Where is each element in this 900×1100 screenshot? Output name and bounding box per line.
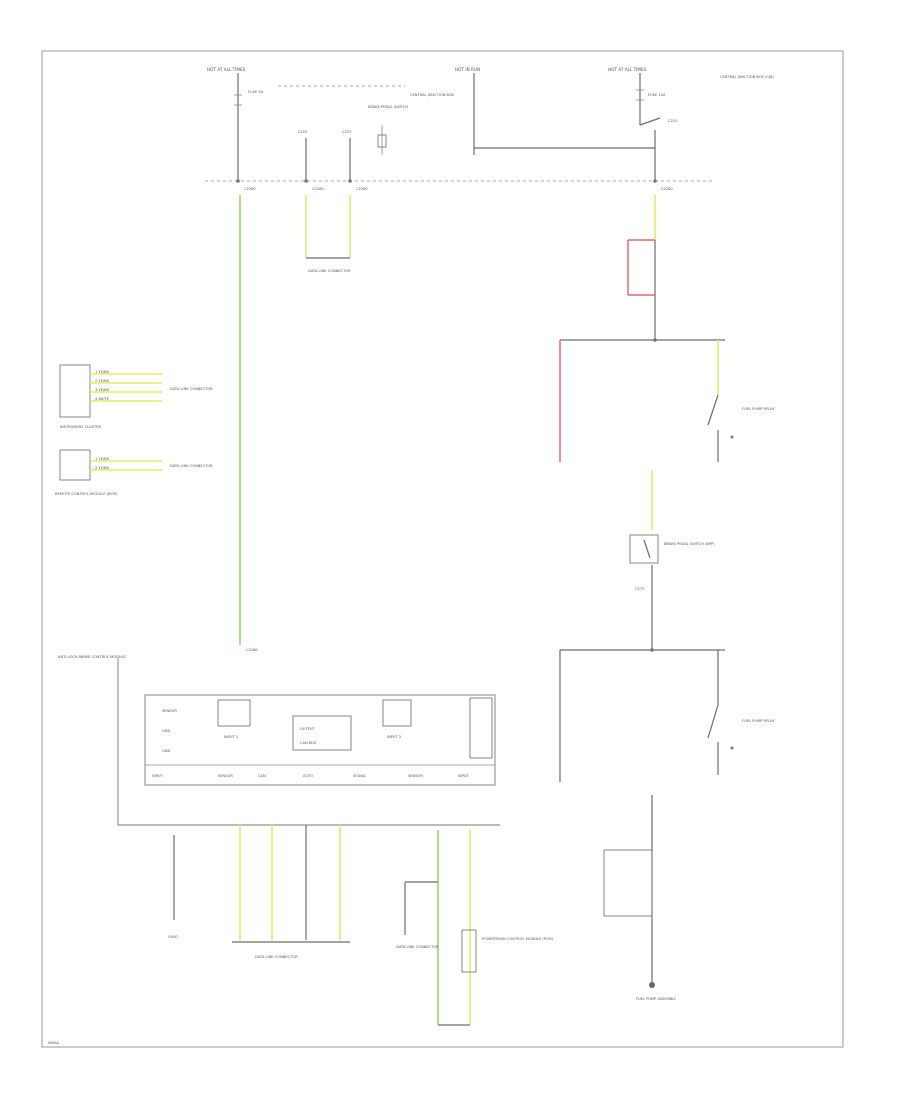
abs-diode-stack bbox=[469, 697, 493, 759]
abs-module-outline bbox=[117, 658, 500, 826]
label-fuse-right: FUSE 10A bbox=[648, 93, 666, 97]
switch-contact-top bbox=[639, 117, 661, 126]
diagram-frame bbox=[41, 50, 844, 1048]
svg-text:SENSOR: SENSOR bbox=[408, 774, 423, 778]
label-fuse-left: FUSE 5A bbox=[248, 90, 264, 94]
svg-text:GND: GND bbox=[162, 749, 170, 753]
abs-sub-1: INPUT 1 bbox=[224, 735, 238, 739]
relay-switch-top bbox=[707, 394, 719, 426]
abs-bottom-pins: SENSOR CAN AUTO SIGNAL SENSOR INPUT bbox=[218, 774, 470, 778]
abs-sub-3: OUTPUT bbox=[300, 727, 315, 731]
connector-label-3: C2280 bbox=[356, 187, 368, 191]
page-marker: W6AA bbox=[48, 1041, 59, 1045]
svg-text:INPUT: INPUT bbox=[152, 774, 164, 778]
label-c1: C210 bbox=[298, 130, 308, 134]
brake-switch-symbol bbox=[377, 134, 387, 148]
cluster-pins: 1 YE/BK 2 YE/BK 3 YE/BK 4 BK/YE bbox=[90, 370, 162, 402]
svg-text:CAN: CAN bbox=[258, 774, 266, 778]
pcm-connector bbox=[461, 929, 477, 973]
label-hot-at-all-times-left: HOT AT ALL TIMES bbox=[207, 67, 246, 72]
rcm-box bbox=[59, 449, 91, 481]
label-hot-in-run: HOT IN RUN bbox=[455, 67, 480, 72]
relay-switch-bottom bbox=[707, 704, 719, 739]
instrument-cluster-box bbox=[59, 364, 91, 418]
cluster-pin-4: 4 BK/YE bbox=[95, 397, 110, 401]
label-brake-switch: BRAKE PEDAL SWITCH bbox=[368, 105, 408, 109]
svg-text:SENSOR: SENSOR bbox=[218, 774, 233, 778]
connector-label-2: C2280 bbox=[312, 187, 324, 191]
label-rcm-note: DATA LINK CONNECTOR bbox=[170, 464, 213, 468]
label-c2: C220 bbox=[342, 130, 352, 134]
abs-rows: SENSOR GND GND INPUT bbox=[152, 709, 177, 778]
label-hot-at-all-times-right: HOT AT ALL TIMES bbox=[608, 67, 647, 72]
label-abs-module: ANTI-LOCK BRAKE CONTROL MODULE bbox=[58, 655, 126, 659]
ground-symbol-right bbox=[649, 982, 655, 988]
connector-label-green-bottom: C2280 bbox=[246, 648, 258, 652]
abs-sensor-box-1 bbox=[217, 699, 251, 727]
cluster-pin-2: 2 YE/BK bbox=[95, 379, 110, 383]
label-rcm: REMOTE CONTROL MODULE (RCM) bbox=[55, 492, 118, 496]
cluster-pin-3: 3 YE/BK bbox=[95, 388, 110, 392]
label-bpp-switch: BRAKE PEDAL SWITCH (BPP) bbox=[664, 542, 715, 546]
svg-text:SENSOR: SENSOR bbox=[162, 709, 177, 713]
cluster-pin-1: 1 YE/BK bbox=[95, 370, 110, 374]
label-module-bottom: DATA LINK CONNECTOR bbox=[396, 945, 439, 949]
label-c3: C210 bbox=[668, 119, 678, 123]
label-relay-top: FUEL PUMP RELAY bbox=[742, 407, 775, 411]
pump-bracket bbox=[603, 849, 653, 917]
label-data-link-bottom: DATA LINK CONNECTOR bbox=[255, 955, 298, 959]
abs-sub-4: CAN BUS bbox=[300, 741, 317, 745]
connector-label-right: C2280 bbox=[661, 187, 673, 191]
label-cjb-right: CENTRAL JUNCTION BOX (CJB) bbox=[720, 75, 774, 79]
svg-text:GND: GND bbox=[162, 729, 170, 733]
label-relay-bottom: FUEL PUMP RELAY bbox=[742, 719, 775, 723]
label-data-link-top: DATA LINK CONNECTOR bbox=[308, 269, 351, 273]
rcm-pin-2: 2 YE/BK bbox=[95, 466, 110, 470]
rcm-pin-1: 1 YE/BK bbox=[95, 457, 110, 461]
label-c270: C270 bbox=[635, 587, 645, 591]
abs-sub-2: INPUT 2 bbox=[387, 735, 401, 739]
connector-label-1: C2280 bbox=[244, 187, 256, 191]
label-instrument-cluster: INSTRUMENT CLUSTER bbox=[60, 425, 101, 429]
abs-sensor-box-2 bbox=[382, 699, 412, 727]
abs-module-body bbox=[144, 694, 496, 786]
svg-text:AUTO: AUTO bbox=[303, 774, 313, 778]
label-cluster-note: DATA LINK CONNECTOR bbox=[170, 387, 213, 391]
bpp-switch-box bbox=[629, 534, 659, 564]
label-pump-assembly: FUEL PUMP ASSEMBLY bbox=[636, 997, 677, 1001]
abs-output-box bbox=[292, 715, 352, 751]
label-cjb-left: CENTRAL JUNCTION BOX bbox=[410, 93, 454, 97]
svg-text:SIGNAL: SIGNAL bbox=[353, 774, 366, 778]
label-pcm: POWERTRAIN CONTROL MODULE (PCM) bbox=[482, 937, 554, 941]
svg-text:INPUT: INPUT bbox=[458, 774, 470, 778]
label-g400: G400 bbox=[168, 935, 178, 939]
